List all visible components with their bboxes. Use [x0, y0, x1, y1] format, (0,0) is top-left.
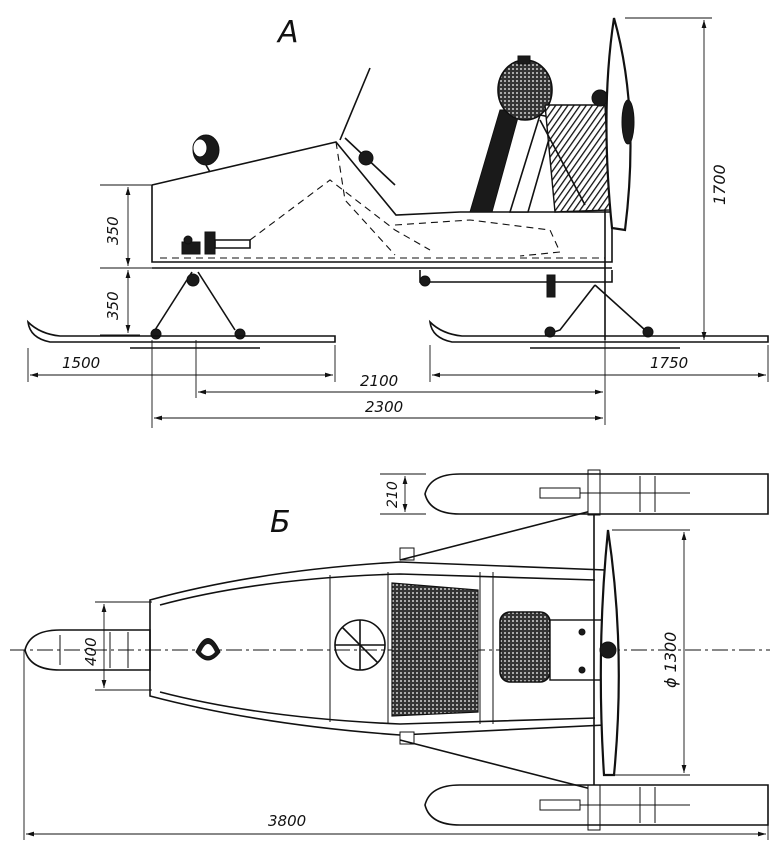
rear-ski-width-dimension: 210 [380, 473, 426, 515]
length-dimensions-side: 1500 1750 2100 2300 [27, 340, 769, 428]
rear-ski-top-upper [424, 473, 769, 515]
hull-height-label: 350 [104, 216, 122, 245]
front-ski-side [26, 319, 336, 349]
outrigger-frame-top [399, 469, 601, 831]
front-ski-width-dimension: 400 [82, 601, 152, 691]
seat-top [391, 582, 479, 717]
headlight-side [192, 134, 220, 173]
rear-ski-side [428, 319, 769, 349]
overall-height-dimension: 1700 [625, 17, 729, 343]
engine-pylon-side [469, 55, 611, 213]
propeller-diameter-label: ϕ 1300 [661, 632, 680, 688]
steering-wheel-top [334, 619, 386, 671]
rear-ski-length-label: 1750 [650, 354, 688, 372]
propeller-diameter-dimension: ϕ 1300 [612, 529, 690, 776]
front-ski-width-label: 400 [82, 637, 100, 666]
propeller-side [604, 17, 635, 340]
engine-top [499, 611, 603, 683]
overall-length-label: 3800 [268, 812, 306, 830]
ski-clearance-label: 350 [104, 291, 122, 320]
rear-ski-top-lower [424, 784, 769, 826]
wheelbase-label: 2100 [360, 372, 398, 390]
headlight-top [195, 638, 221, 661]
overall-height-label: 1700 [710, 164, 729, 205]
front-ski-length-label: 1500 [62, 354, 100, 372]
front-ski-strut-side [150, 271, 246, 340]
ski-span-label: 2300 [365, 398, 403, 416]
overall-length-dimension: 3800 [23, 650, 769, 840]
top-view: Б 400 [10, 469, 770, 840]
propeller-top [599, 529, 620, 777]
top-view-label: Б [270, 505, 291, 540]
pedal-assembly-side [181, 231, 251, 255]
rear-ski-width-label: 210 [385, 481, 401, 508]
side-view: А [26, 15, 769, 428]
rear-ski-strut-side [419, 270, 654, 338]
height-dimensions-side: 350 350 [100, 184, 152, 336]
side-view-label: А [276, 15, 299, 50]
steering-column-side [339, 67, 396, 186]
